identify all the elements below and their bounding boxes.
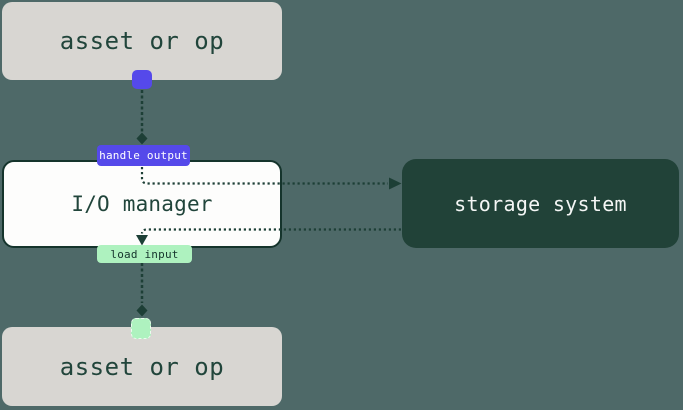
edge-label-load-input: load input — [97, 245, 192, 263]
output-port-square — [132, 70, 152, 89]
node-io-manager: I/O manager — [2, 160, 282, 248]
edge-label-load-input-text: load input — [110, 247, 179, 261]
node-io-manager-label: I/O manager — [71, 192, 213, 216]
node-storage-system-label: storage system — [454, 191, 627, 216]
edge-label-handle-output-text: handle output — [99, 149, 188, 162]
node-asset-or-op-top: asset or op — [2, 2, 282, 80]
diamond-arrowhead-top — [136, 132, 148, 145]
input-port-square — [131, 318, 151, 339]
diamond-arrowhead-bottom — [136, 304, 148, 317]
edge-label-handle-output: handle output — [97, 145, 190, 166]
node-asset-or-op-bottom: asset or op — [2, 327, 282, 406]
node-storage-system: storage system — [402, 159, 679, 248]
node-asset-or-op-bottom-label: asset or op — [59, 352, 225, 381]
node-asset-or-op-top-label: asset or op — [59, 27, 225, 55]
arrowhead-into-storage — [389, 177, 402, 190]
